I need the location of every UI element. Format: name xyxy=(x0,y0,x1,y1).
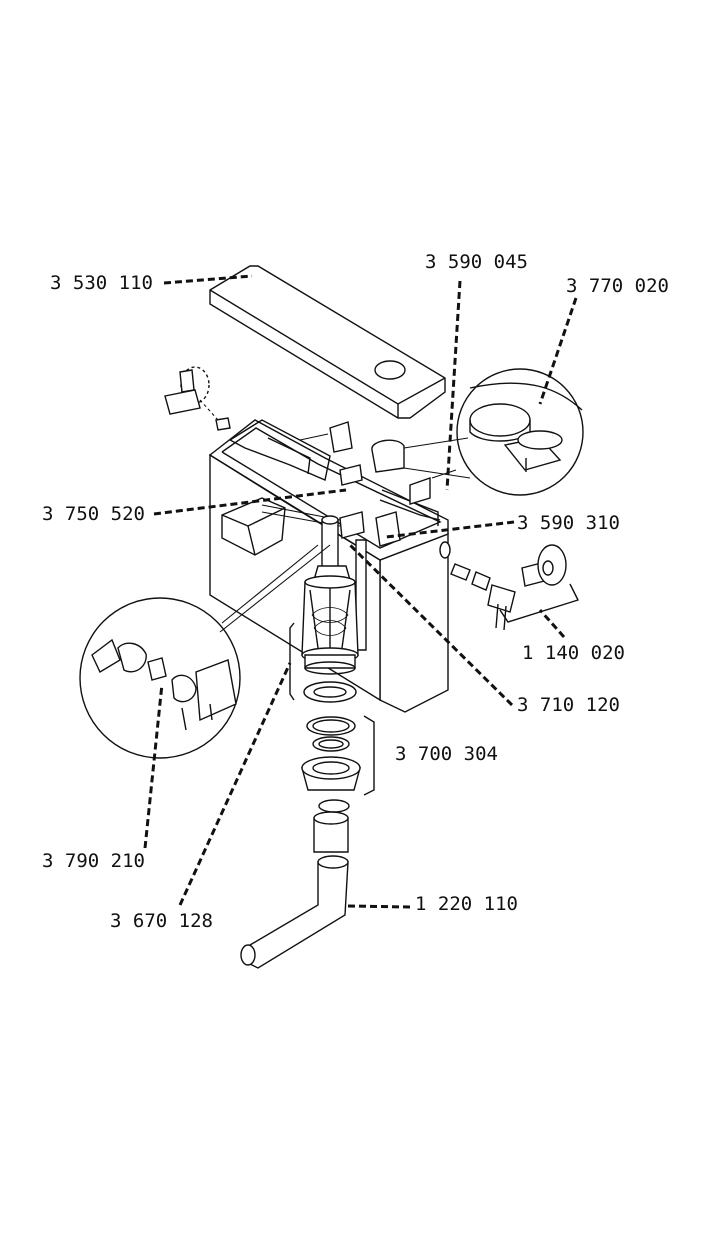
group-brackets xyxy=(289,583,579,796)
leader-push-button-screw xyxy=(445,280,462,491)
leader-lid xyxy=(163,274,253,285)
cistern-lid xyxy=(209,265,446,419)
stop-valve-top-left xyxy=(164,366,231,431)
label-flush-valve: 3 670 128 xyxy=(110,910,213,932)
label-push-button-screw: 3 590 045 xyxy=(425,251,528,273)
inlet-fittings xyxy=(439,541,567,631)
leader-push-button xyxy=(538,297,578,405)
label-angle-valve: 1 140 020 xyxy=(522,642,625,664)
leader-flush-valve-rod xyxy=(348,543,514,707)
leader-valve-nozzle xyxy=(143,683,164,849)
seal-stack xyxy=(301,681,361,791)
bracket-seal-set xyxy=(363,715,375,796)
detail-circle-push-button xyxy=(403,368,584,496)
leader-lines xyxy=(143,274,578,909)
label-float-valve: 3 750 520 xyxy=(42,503,145,525)
flush-pipe-assembly xyxy=(240,799,350,969)
label-lid: 3 530 110 xyxy=(50,272,153,294)
leader-angle-valve xyxy=(538,609,566,638)
bracket-angle-valve xyxy=(499,583,579,623)
flush-valve-cage xyxy=(301,565,359,675)
leader-flush-valve xyxy=(178,662,292,906)
label-flush-valve-rod: 3 710 120 xyxy=(517,694,620,716)
bracket-flush-valve xyxy=(289,622,295,701)
overflow-tube xyxy=(321,515,367,651)
leader-flush-pipe xyxy=(347,904,411,909)
label-flush-pipe: 1 220 110 xyxy=(415,893,518,915)
label-inlet-fitting: 3 590 310 xyxy=(517,512,620,534)
label-push-button: 3 770 020 xyxy=(566,275,669,297)
float-box xyxy=(221,497,341,556)
detail-circle-valve-nozzle xyxy=(79,544,331,759)
label-valve-nozzle: 3 790 210 xyxy=(42,850,145,872)
label-seal-set: 3 700 304 xyxy=(395,743,498,765)
top-internal-parts xyxy=(299,421,457,547)
